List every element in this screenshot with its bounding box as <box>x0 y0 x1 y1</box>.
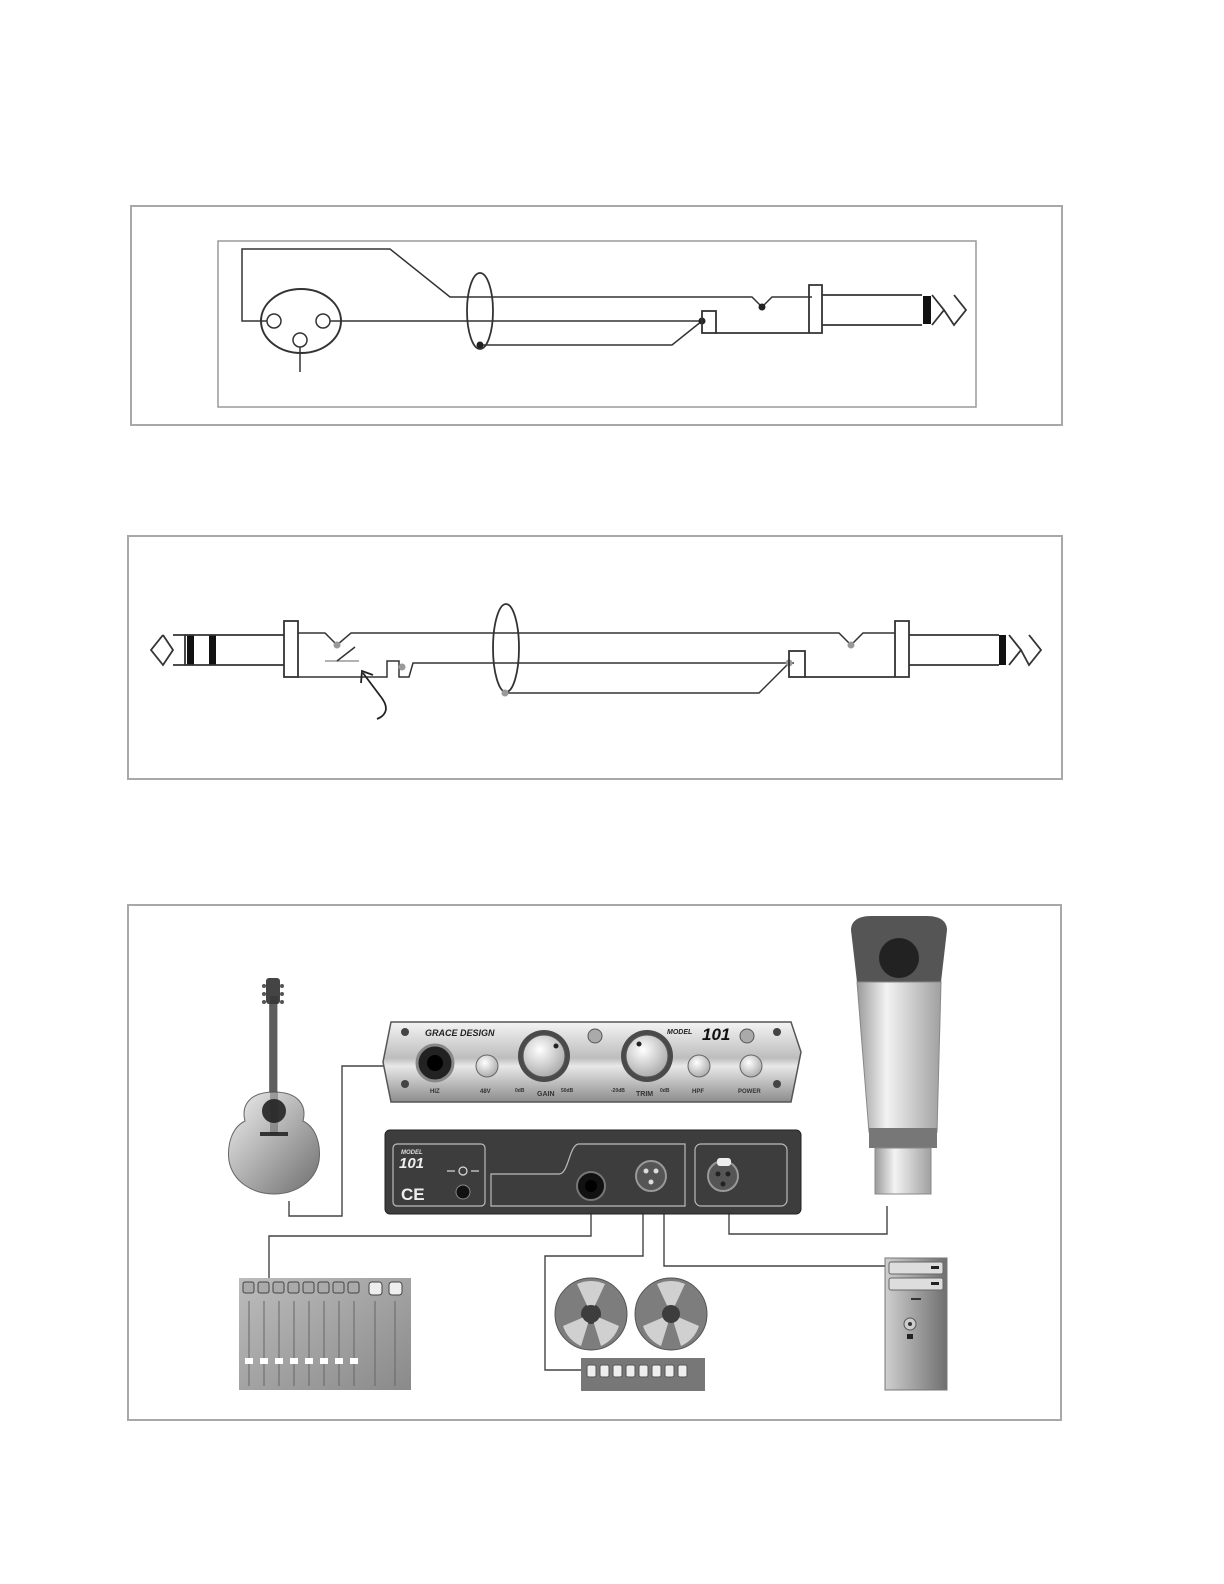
trs-to-trs-diagram <box>127 535 1063 780</box>
microphone-icon <box>851 916 947 1194</box>
trs-trs-wiring-svg <box>129 537 1065 782</box>
trim-knob[interactable] <box>626 1035 668 1077</box>
hpf-label: HPF <box>692 1089 704 1095</box>
switch-contact <box>337 647 355 661</box>
48v-label: 48V <box>480 1089 491 1095</box>
trim-label: TRIM <box>636 1091 653 1098</box>
hookup-svg: GRACE DESIGN MODEL 101 HIZ 48V 0dB GAIN … <box>129 906 1064 1423</box>
power-button[interactable] <box>740 1055 762 1077</box>
gain-label: GAIN <box>537 1091 555 1098</box>
solder-point-icon <box>502 690 509 697</box>
hiz-label: HIZ <box>430 1089 440 1095</box>
solder-point-icon <box>759 304 766 311</box>
rear-panel: MODEL 101 CE <box>385 1130 801 1214</box>
xlr-connector-icon <box>261 289 341 372</box>
model-prefix-label: MODEL <box>667 1029 692 1036</box>
trim-min-label: -20dB <box>611 1088 625 1094</box>
arrow-pointer-icon <box>361 671 386 719</box>
trs-plug-left-icon <box>151 621 298 677</box>
dc-power-jack[interactable] <box>456 1185 470 1199</box>
front-panel: GRACE DESIGN MODEL 101 HIZ 48V 0dB GAIN … <box>383 1022 801 1102</box>
xlr-to-trs-diagram <box>130 205 1063 426</box>
inner-frame <box>218 241 976 407</box>
power-label: POWER <box>738 1089 761 1095</box>
solder-point-icon <box>399 664 406 671</box>
gain-led <box>588 1029 602 1043</box>
acoustic-guitar-icon <box>229 978 320 1194</box>
hpf-button[interactable] <box>688 1055 710 1077</box>
mixer-icon <box>239 1278 411 1390</box>
computer-tower-icon <box>885 1258 947 1390</box>
power-led <box>740 1029 754 1043</box>
shield-icon <box>467 273 493 349</box>
system-hookup-diagram: GRACE DESIGN MODEL 101 HIZ 48V 0dB GAIN … <box>127 904 1062 1421</box>
xlr-output-connector[interactable] <box>636 1161 666 1191</box>
solder-point-icon <box>848 642 855 649</box>
trim-max-label: 0dB <box>660 1088 670 1094</box>
ce-mark: CE <box>401 1185 425 1204</box>
solder-point-icon <box>334 642 341 649</box>
gain-min-label: 0dB <box>515 1088 525 1094</box>
rear-model-number-label: 101 <box>399 1155 424 1172</box>
xlr-trs-wiring-svg <box>132 207 1065 428</box>
tape-recorder-icon <box>555 1278 707 1391</box>
trs-plug-icon <box>702 285 966 333</box>
gain-max-label: 50dB <box>561 1088 574 1094</box>
gain-knob[interactable] <box>523 1035 565 1077</box>
48v-button[interactable] <box>476 1055 498 1077</box>
shield-icon <box>493 604 519 692</box>
model-number-label: 101 <box>702 1025 730 1044</box>
brand-label: GRACE DESIGN <box>425 1028 495 1038</box>
trs-plug-right-icon <box>789 621 1041 677</box>
solder-point-icon <box>477 342 484 349</box>
